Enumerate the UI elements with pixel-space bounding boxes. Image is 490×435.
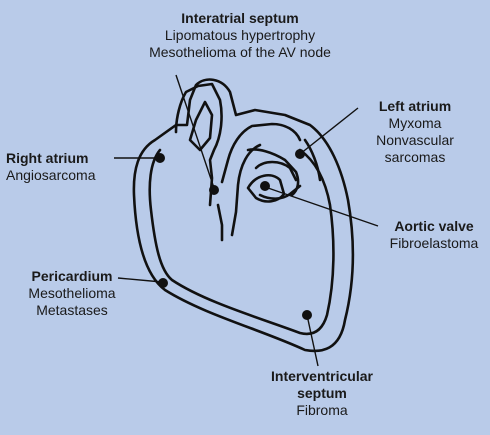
leader-pericardium xyxy=(117,277,163,283)
left-atrium-title: Left atrium xyxy=(378,98,452,114)
marker-right-atrium xyxy=(155,153,165,163)
heart-inner-wall xyxy=(148,148,335,336)
marker-pericardium xyxy=(158,278,168,288)
leader-interatrial xyxy=(175,74,215,189)
interventricular-title-1: Interventricular xyxy=(271,368,373,384)
leader-interventricular xyxy=(306,314,319,367)
pericardium-title: Pericardium xyxy=(31,268,113,284)
left-atrium-wall xyxy=(246,148,300,197)
leader-aortic xyxy=(267,187,379,227)
label-interatrial-septum: Interatrial septum Lipomatous hypertroph… xyxy=(120,10,360,61)
septum-wall-3 xyxy=(230,143,262,237)
interatrial-line-1: Lipomatous hypertrophy xyxy=(164,27,316,43)
interventricular-title-2: septum xyxy=(297,385,347,401)
interatrial-wall xyxy=(174,82,223,207)
label-pericardium: Pericardium Mesothelioma Metastases xyxy=(12,268,132,319)
left-atrium-line-1: Myxoma xyxy=(388,115,442,131)
label-interventricular-septum: Interventricular septum Fibroma xyxy=(262,368,382,419)
label-right-atrium: Right atrium Angiosarcoma xyxy=(6,150,96,184)
interatrial-line-2: Mesothelioma of the AV node xyxy=(149,44,331,60)
aortic-valve-title: Aortic valve xyxy=(394,218,474,234)
pericardium-line-1: Mesothelioma xyxy=(28,285,116,301)
interatrial-inner xyxy=(188,100,214,152)
leader-left-atrium xyxy=(299,107,359,155)
left-atrium-inner xyxy=(254,160,298,182)
heart-outer-wall xyxy=(132,78,355,353)
marker-interventricular xyxy=(302,310,312,320)
marker-left-atrium xyxy=(295,149,305,159)
septum-wall-2 xyxy=(216,203,224,242)
marker-interatrial xyxy=(209,185,219,195)
septum-wall xyxy=(220,122,302,184)
interatrial-title: Interatrial septum xyxy=(181,10,299,26)
aortic-valve-line-1: Fibroelastoma xyxy=(389,235,479,251)
aortic-root xyxy=(258,184,302,200)
interventricular-line-1: Fibroma xyxy=(296,402,348,418)
pericardium-line-2: Metastases xyxy=(36,302,108,318)
label-aortic-valve: Aortic valve Fibroelastoma xyxy=(378,218,490,252)
label-left-atrium: Left atrium Myxoma Nonvascular sarcomas xyxy=(360,98,470,166)
left-ventricle-top xyxy=(303,138,322,182)
right-atrium-title: Right atrium xyxy=(6,150,89,166)
left-atrium-line-3: sarcomas xyxy=(384,149,446,165)
left-atrium-line-2: Nonvascular xyxy=(376,132,454,148)
marker-aortic-valve xyxy=(260,181,270,191)
right-atrium-line-1: Angiosarcoma xyxy=(6,167,96,183)
